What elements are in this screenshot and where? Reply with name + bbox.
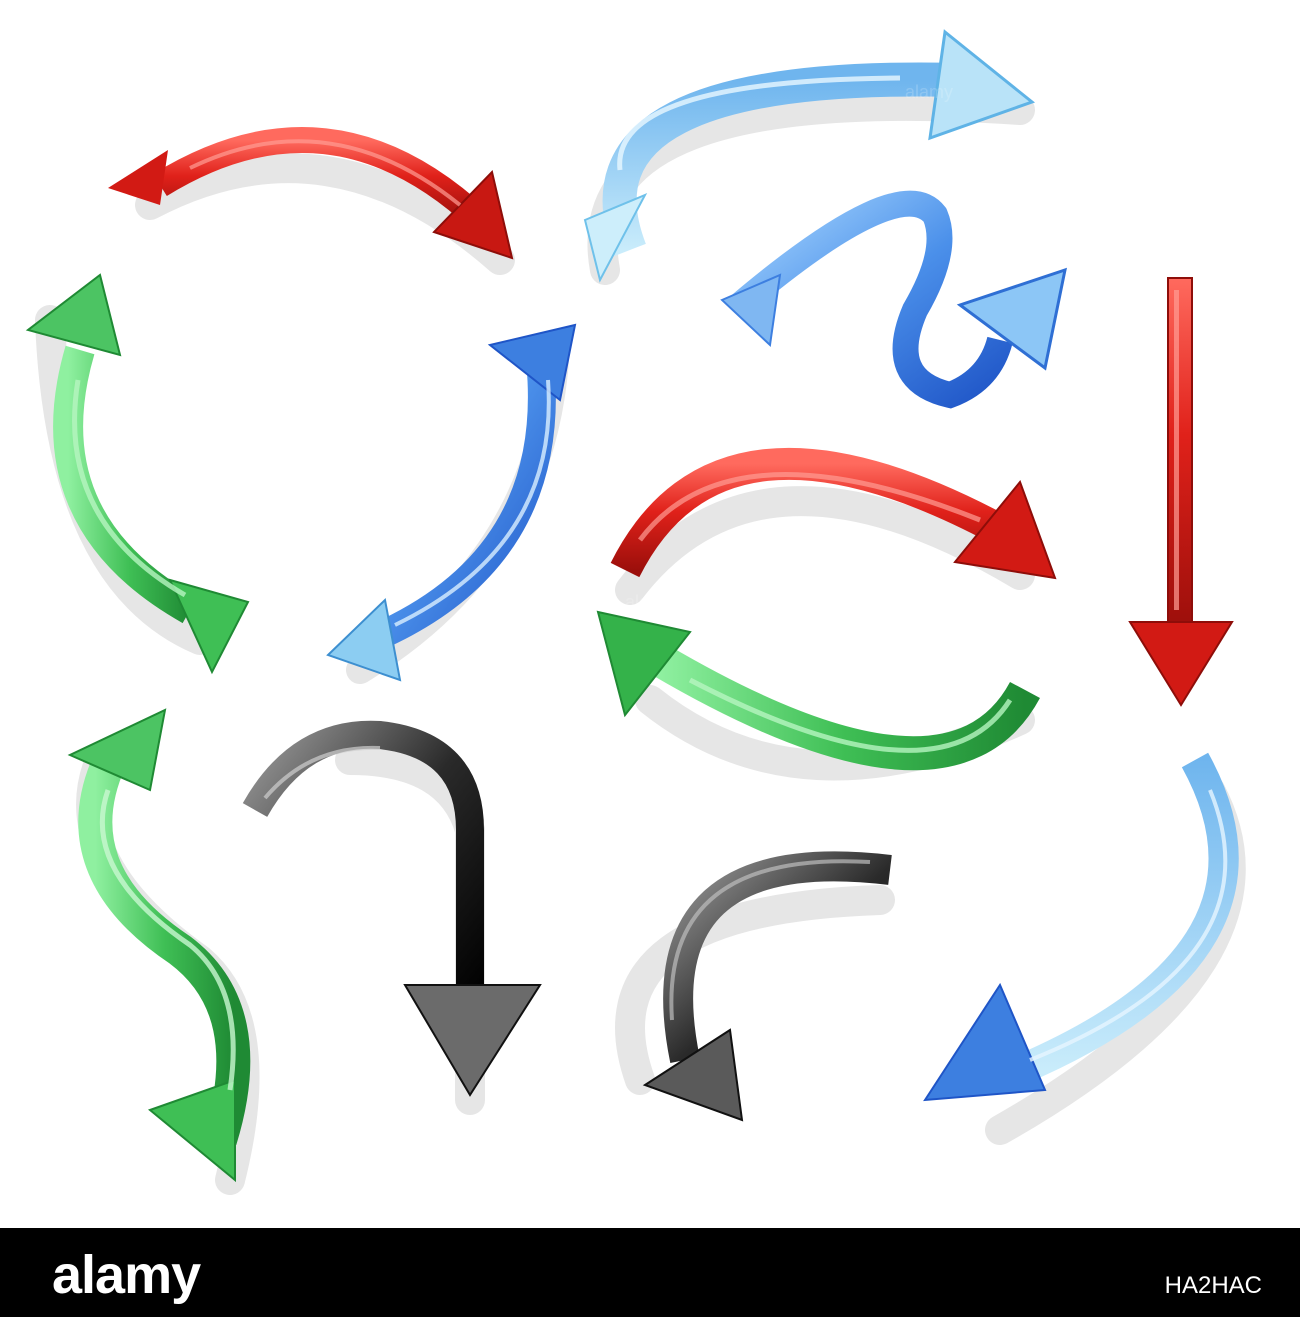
- green-wavy-up-arrow: [67, 708, 251, 1183]
- green-curved-left-arrow: [596, 610, 1040, 771]
- blue-zigzag-arrow: [720, 190, 1067, 409]
- red-straight-down-arrow: [1128, 277, 1234, 707]
- red-arc-arrow-right: [610, 447, 1057, 580]
- green-curved-up-arrow: [25, 273, 250, 675]
- footer-bar: alamy HA2HAC: [0, 1228, 1300, 1317]
- arrow-collection-artwork: alamy alamy alamy: [25, 29, 1246, 1195]
- black-hook-down-arrow: [242, 720, 542, 1097]
- blue-curved-down-left-arrow: [326, 323, 577, 682]
- svg-text:alamy: alamy: [625, 592, 673, 612]
- svg-text:alamy: alamy: [905, 82, 953, 102]
- light-blue-swoosh-arrow: [583, 29, 1036, 283]
- blue-curved-bottom-arrow: [923, 752, 1239, 1102]
- red-arc-arrow-top: [108, 127, 514, 260]
- black-curved-down-arrow: [642, 851, 892, 1122]
- faint-watermark-marks: alamy alamy alamy: [625, 82, 953, 1149]
- svg-text:alamy: alamy: [640, 1129, 688, 1149]
- stock-image-id: HA2HAC: [1164, 1272, 1262, 1299]
- brand-logo: alamy: [52, 1245, 201, 1305]
